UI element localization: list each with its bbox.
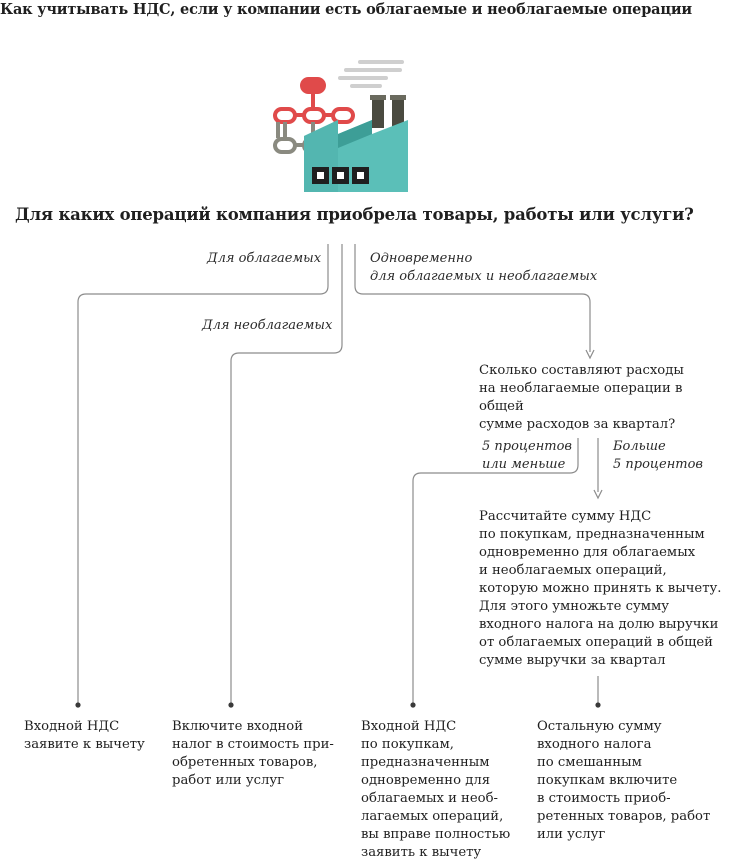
result-deduct: Входной НДС заявите к вычету [24,719,145,752]
branch-low-label: 5 процентов или меньше [482,439,572,472]
result-full-deduct: Входной НДС по покупкам, предназначенным… [361,719,511,860]
branch-nontaxable-label: Для необлагаемых [202,318,333,333]
branch-both-label: Одновременно для облагаемых и необлагаем… [370,251,598,284]
arrowhead-both [585,349,595,360]
endpoint-include-cost [228,702,234,708]
branch-high-label: Больше 5 процентов [613,439,703,472]
result-include-cost: Включите входной налог в стоимость при- … [172,719,334,788]
connector-nontaxable [230,244,343,703]
connector-taxable [77,244,329,703]
expense-share-question: Сколько составляют расходы на необлагаем… [479,363,684,432]
factory-icon [268,58,413,194]
endpoint-deduct [75,702,81,708]
connector-low [412,438,579,703]
connector-both [354,244,591,352]
arrowhead-high [593,489,603,500]
endpoint-remaining [595,702,601,708]
branch-taxable-label: Для облагаемых [207,251,322,266]
endpoint-full-deduct [410,702,416,708]
main-question: Для каких операций компания приобрела то… [15,205,694,224]
page-title: Как учитывать НДС, если у компании есть … [0,1,692,18]
calculation-instruction: Рассчитайте сумму НДС по покупкам, предн… [479,509,722,668]
result-remaining: Остальную сумму входного налога по смеша… [537,719,711,842]
